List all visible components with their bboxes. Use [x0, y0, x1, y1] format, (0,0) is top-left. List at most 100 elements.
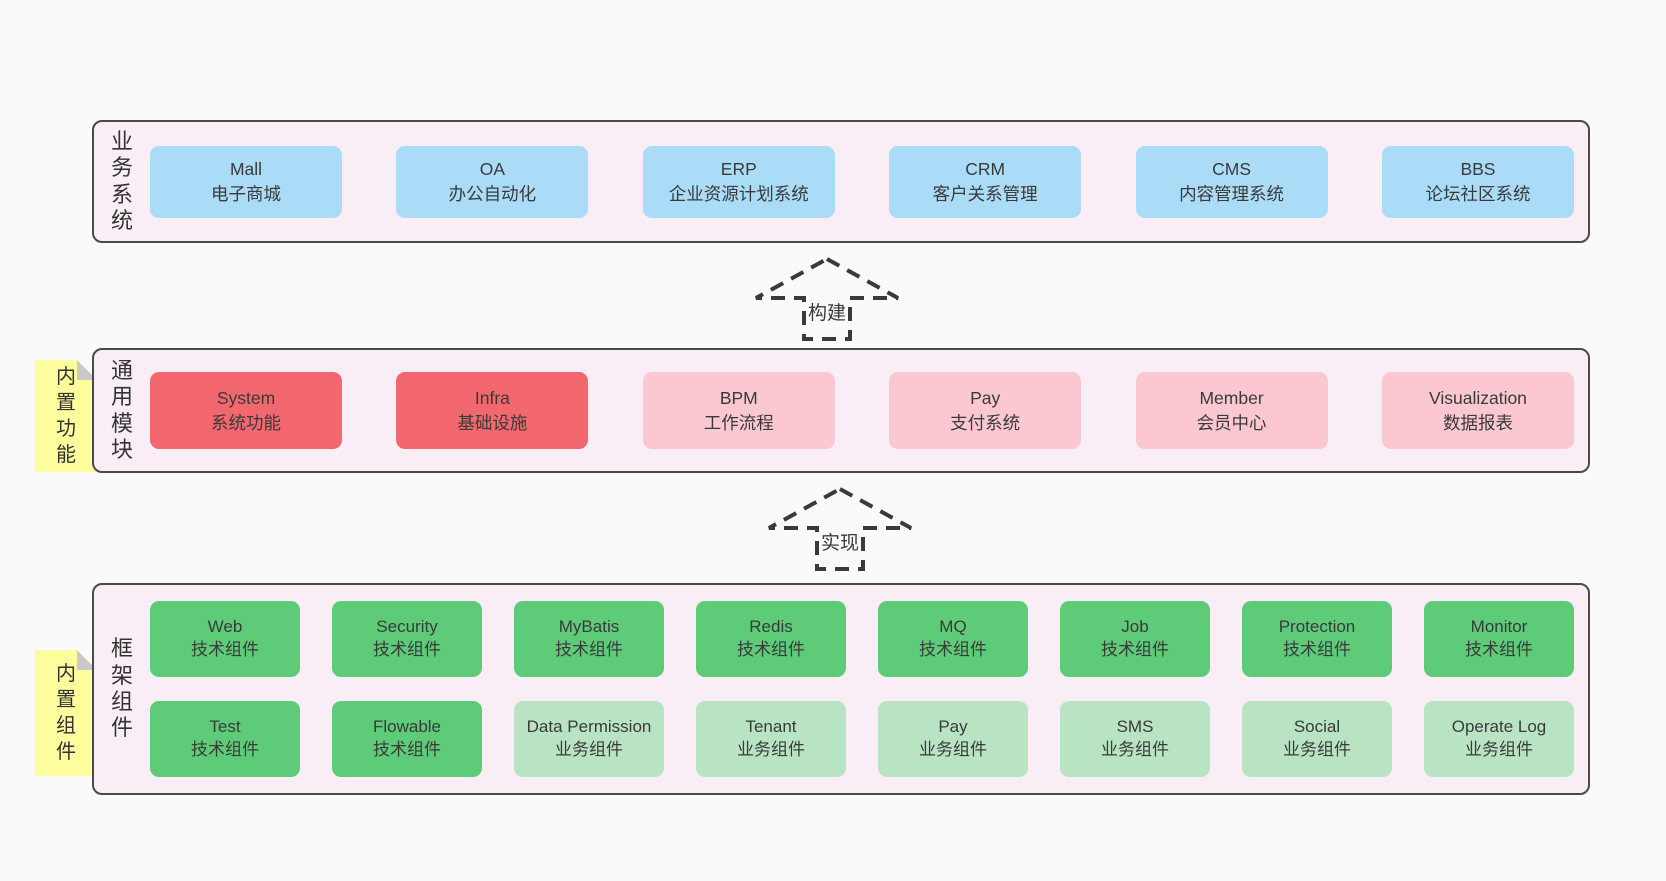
box-flowable-title: Flowable [372, 717, 442, 737]
up-arrow-icon [768, 486, 912, 571]
layer-business-systems: 业务系统 Mall 电子商城 OA 办公自动化 ERP 企业资源计划系统 CRM… [92, 120, 1590, 243]
box-pay-subtitle: 支付系统 [950, 412, 1021, 433]
box-cms-subtitle: 内容管理系统 [1179, 183, 1285, 204]
box-flowable: Flowable 技术组件 [332, 701, 482, 777]
box-cms: CMS 内容管理系统 [1135, 145, 1328, 218]
layer-business-systems-label: 业务系统 [94, 122, 150, 241]
box-test: Test 技术组件 [150, 701, 300, 777]
box-pay-biz: Pay 业务组件 [878, 701, 1028, 777]
box-mq-title: MQ [939, 617, 967, 637]
box-protection: Protection 技术组件 [1242, 601, 1392, 677]
box-infra-title: Infra [474, 387, 510, 408]
box-pay: Pay 支付系统 [889, 372, 1082, 449]
box-bpm: BPM 工作流程 [642, 372, 835, 449]
box-monitor-title: Monitor [1470, 617, 1528, 637]
box-mybatis: MyBatis 技术组件 [514, 601, 664, 677]
box-data-permission-title: Data Permission [526, 717, 652, 737]
box-sms-subtitle: 业务组件 [1101, 740, 1169, 759]
layer-common-modules: 通用模块 System 系统功能 Infra 基础设施 BPM 工作流程 Pay… [92, 348, 1590, 473]
box-infra-subtitle: 基础设施 [457, 412, 528, 433]
box-mall-title: Mall [229, 158, 263, 179]
box-operate-log-subtitle: 业务组件 [1465, 740, 1533, 759]
box-oa-title: OA [479, 158, 506, 179]
box-tenant-title: Tenant [745, 717, 797, 737]
box-crm: CRM 客户关系管理 [889, 145, 1082, 218]
box-protection-subtitle: 技术组件 [1283, 640, 1351, 659]
box-mybatis-title: MyBatis [558, 617, 620, 637]
box-mall-subtitle: 电子商城 [211, 183, 281, 204]
box-web: Web 技术组件 [150, 601, 300, 677]
box-oa: OA 办公自动化 [396, 145, 589, 218]
box-mq: MQ 技术组件 [878, 601, 1028, 677]
business-systems-row: Mall 电子商城 OA 办公自动化 ERP 企业资源计划系统 CRM 客户关系… [150, 122, 1588, 241]
box-bbs-subtitle: 论坛社区系统 [1425, 183, 1531, 204]
tag-built-in-components-label: 内置组件 [56, 663, 76, 763]
box-system-subtitle: 系统功能 [211, 412, 281, 433]
box-bpm-title: BPM [719, 387, 758, 408]
box-monitor-subtitle: 技术组件 [1465, 640, 1533, 659]
box-crm-title: CRM [965, 158, 1006, 179]
box-operate-log-title: Operate Log [1451, 717, 1547, 737]
box-visualization-title: Visualization [1428, 387, 1527, 408]
box-job: Job 技术组件 [1060, 601, 1210, 677]
box-system-title: System [216, 387, 276, 408]
layer-common-modules-label: 通用模块 [94, 350, 150, 471]
box-visualization: Visualization 数据报表 [1381, 372, 1574, 449]
framework-components-row-2: Test 技术组件 Flowable 技术组件 Data Permission … [150, 701, 1574, 777]
box-job-title: Job [1121, 617, 1149, 637]
box-erp: ERP 企业资源计划系统 [642, 145, 835, 218]
box-bbs-title: BBS [1460, 158, 1496, 179]
framework-components-grid: Web 技术组件 Security 技术组件 MyBatis 技术组件 Redi… [150, 585, 1588, 793]
box-social-title: Social [1293, 717, 1341, 737]
box-test-title: Test [209, 717, 241, 737]
box-pay-biz-subtitle: 业务组件 [919, 740, 987, 759]
box-sms-title: SMS [1116, 717, 1154, 737]
framework-components-row-1: Web 技术组件 Security 技术组件 MyBatis 技术组件 Redi… [150, 601, 1574, 677]
box-redis-subtitle: 技术组件 [737, 640, 805, 659]
box-pay-title: Pay [970, 387, 1001, 408]
box-data-permission: Data Permission 业务组件 [514, 701, 664, 777]
layer-framework-components-label-text: 框架组件 [110, 636, 133, 741]
box-mall: Mall 电子商城 [150, 145, 342, 218]
box-redis: Redis 技术组件 [696, 601, 846, 677]
box-test-subtitle: 技术组件 [191, 740, 259, 759]
box-erp-subtitle: 企业资源计划系统 [668, 183, 809, 204]
arrow-build: 构建 [752, 256, 902, 342]
layer-framework-components: 框架组件 Web 技术组件 Security 技术组件 MyBatis 技术组件… [92, 583, 1590, 795]
box-tenant-subtitle: 业务组件 [737, 740, 805, 759]
box-flowable-subtitle: 技术组件 [373, 740, 441, 759]
box-protection-title: Protection [1278, 617, 1356, 637]
tag-built-in-features: 内置功能 [35, 360, 97, 472]
tag-built-in-features-label: 内置功能 [56, 366, 76, 466]
layer-common-modules-label-text: 通用模块 [110, 357, 133, 462]
box-member-subtitle: 会员中心 [1196, 412, 1267, 433]
arrow-build-label: 构建 [807, 303, 846, 324]
box-security-subtitle: 技术组件 [373, 640, 441, 659]
box-web-title: Web [207, 617, 243, 637]
box-visualization-subtitle: 数据报表 [1442, 412, 1513, 433]
box-social: Social 业务组件 [1242, 701, 1392, 777]
box-bpm-subtitle: 工作流程 [703, 412, 774, 433]
box-web-subtitle: 技术组件 [191, 640, 259, 659]
box-crm-subtitle: 客户关系管理 [932, 183, 1038, 204]
box-security: Security 技术组件 [332, 601, 482, 677]
layer-framework-components-label: 框架组件 [94, 585, 150, 793]
box-security-title: Security [376, 617, 438, 637]
box-member: Member 会员中心 [1135, 372, 1328, 449]
arrow-implement: 实现 [765, 486, 915, 572]
common-modules-row: System 系统功能 Infra 基础设施 BPM 工作流程 Pay 支付系统… [150, 350, 1588, 471]
tag-built-in-components: 内置组件 [35, 650, 97, 776]
box-redis-title: Redis [749, 617, 793, 637]
arrow-implement-label: 实现 [820, 533, 859, 554]
box-sms: SMS 业务组件 [1060, 701, 1210, 777]
box-mybatis-subtitle: 技术组件 [555, 640, 623, 659]
box-job-subtitle: 技术组件 [1101, 640, 1169, 659]
box-member-title: Member [1199, 387, 1264, 408]
layer-business-systems-label-text: 业务系统 [110, 128, 133, 233]
up-arrow-icon [755, 256, 899, 341]
box-pay-biz-title: Pay [938, 717, 968, 737]
box-social-subtitle: 业务组件 [1283, 740, 1351, 759]
box-tenant: Tenant 业务组件 [696, 701, 846, 777]
box-data-permission-subtitle: 业务组件 [555, 740, 623, 759]
box-cms-title: CMS [1212, 158, 1251, 179]
